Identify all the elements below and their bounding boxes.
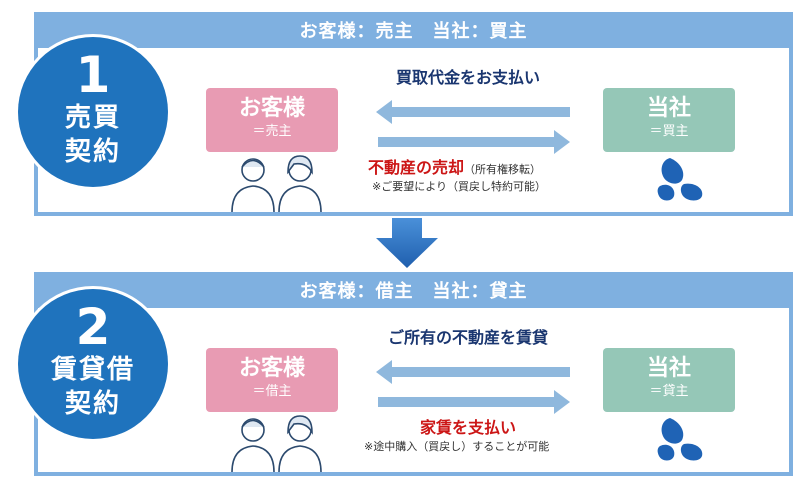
panel1-customer-box: お客様 ＝売主 [206, 88, 338, 152]
panel2-customer-title: お客様 [238, 356, 305, 381]
right-arrow-icon [378, 390, 570, 414]
left-arrow-icon [376, 100, 570, 124]
panel2-company-title: 当社 [646, 356, 691, 381]
panel2-arrows [376, 360, 570, 414]
panel2-customer-box: お客様 ＝借主 [206, 348, 338, 412]
right-arrow-icon [378, 130, 570, 154]
panel1-label-line1: 売買 [64, 103, 121, 133]
panel1-arrows [376, 100, 570, 154]
panel1-bottom-caption-paren: （所有権移転） [464, 163, 542, 176]
panel2-company-box: 当社 ＝貸主 [603, 348, 735, 412]
panel1-number-circle: 1 売買 契約 [18, 37, 168, 187]
down-arrow-icon [376, 218, 438, 268]
panel1-top-caption: 買取代金をお支払い [395, 68, 540, 87]
panel1-number: 1 [75, 46, 111, 104]
people-icon [231, 415, 322, 472]
panel1-customer-title: お客様 [238, 96, 305, 121]
panel1-bottom-caption-main: 不動産の売却 [368, 158, 465, 177]
panel1-label-line2: 契約 [64, 137, 121, 167]
panel1-note: ※ご要望により（買戻し特約可能） [372, 180, 546, 193]
panel2-top-caption: ご所有の不動産を賃貸 [387, 328, 548, 347]
panel1-company-box: 当社 ＝買主 [603, 88, 735, 152]
panel-sale-contract: お客様：売主 当社：買主 お客様 ＝売主 当社 ＝買主 買取代金をお支払い 不動… [34, 12, 793, 216]
panel1-bottom-caption: 不動産の売却（所有権移転） [368, 154, 588, 178]
company-logo-icon [657, 418, 703, 461]
panel2-note: ※途中購入（買戻し）することが可能 [364, 440, 550, 453]
left-arrow-icon [376, 360, 570, 384]
panel2-header: お客様：借主 当社：貸主 [38, 276, 789, 308]
panel2-company-sub: ＝貸主 [649, 384, 689, 399]
panel1-header: お客様：売主 当社：買主 [38, 16, 789, 48]
panel-lease-contract: お客様：借主 当社：貸主 お客様 ＝借主 当社 ＝貸主 ご所有の不動産を賃貸 家… [34, 272, 793, 476]
panel2-label-line1: 賃貸借 [50, 355, 135, 385]
panel2-customer-sub: ＝借主 [252, 384, 292, 399]
people-icon [231, 155, 322, 212]
panel1-company-sub: ＝買主 [649, 124, 689, 139]
panel2-label-line2: 契約 [64, 389, 121, 419]
panel2-number-circle: 2 賃貸借 契約 [18, 289, 168, 439]
company-logo-icon [657, 158, 703, 201]
panel1-customer-sub: ＝売主 [252, 124, 292, 139]
panel2-number: 2 [75, 298, 111, 356]
panel1-company-title: 当社 [646, 96, 691, 121]
panel2-bottom-caption: 家賃を支払い [419, 418, 516, 437]
